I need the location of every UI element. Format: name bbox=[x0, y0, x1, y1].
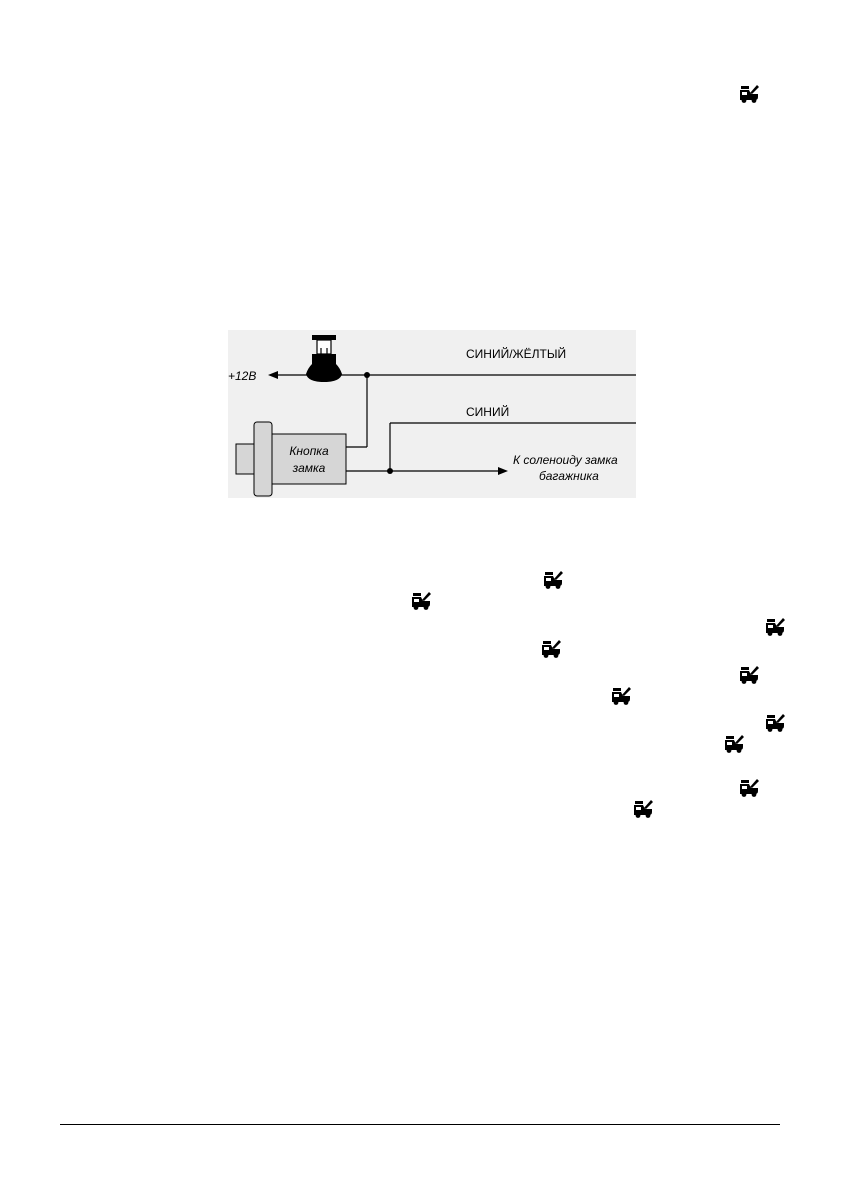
plus-12v-arrow bbox=[268, 371, 278, 379]
trunk-icon bbox=[410, 589, 432, 611]
trunk-icon bbox=[764, 615, 786, 637]
plus-12v-label: +12В bbox=[228, 369, 256, 383]
junction-dot-bottom bbox=[387, 468, 393, 474]
wire-blue-yellow-label: СИНИЙ/ЖЁЛТЫЙ bbox=[466, 346, 566, 361]
trunk-icon bbox=[610, 684, 632, 706]
solenoid-arrow bbox=[498, 467, 508, 475]
diagram-svg: +12В СИНИЙ/ЖЁЛТЫЙ СИНИЙ К соленоиду замк… bbox=[228, 330, 636, 498]
trunk-icon bbox=[738, 663, 760, 685]
solenoid-label-line1: К соленоиду замка bbox=[513, 453, 618, 467]
button-label-line1: Кнопка bbox=[289, 444, 329, 458]
wire-blue-label: СИНИЙ bbox=[466, 404, 509, 419]
fuse-icon bbox=[306, 335, 342, 382]
trunk-icon bbox=[738, 776, 760, 798]
trunk-button-wiring-diagram: +12В СИНИЙ/ЖЁЛТЫЙ СИНИЙ К соленоиду замк… bbox=[228, 330, 636, 498]
trunk-icon bbox=[723, 732, 745, 754]
trunk-icon bbox=[738, 82, 760, 104]
trunk-lock-button-icon bbox=[235, 421, 347, 497]
trunk-icon bbox=[632, 797, 654, 819]
footer-divider bbox=[60, 1124, 780, 1125]
solenoid-label-line2: багажника bbox=[539, 469, 599, 483]
button-label-line2: замка bbox=[292, 461, 326, 475]
trunk-icon bbox=[542, 568, 564, 590]
trunk-icon bbox=[540, 637, 562, 659]
trunk-icon bbox=[764, 711, 786, 733]
